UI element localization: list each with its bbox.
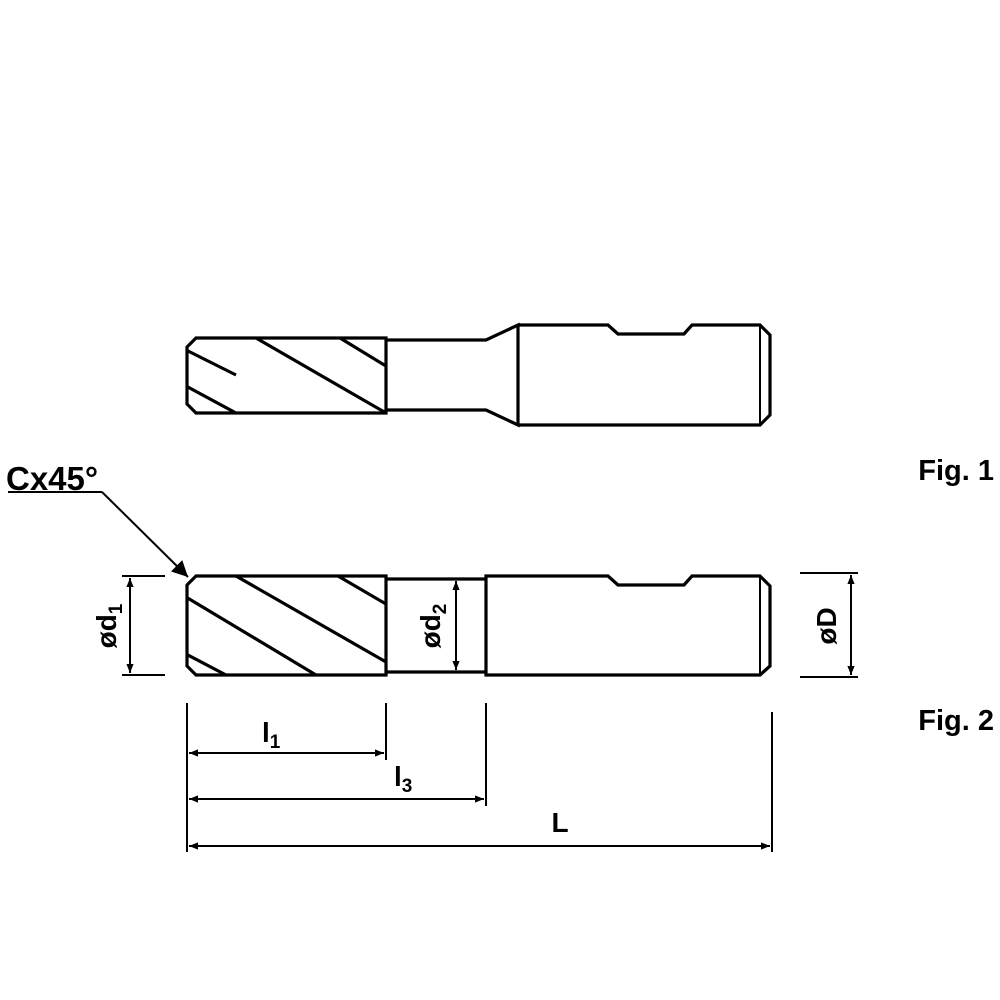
length-extension-lines [186, 703, 773, 852]
fig2-label: Fig. 2 [918, 705, 994, 737]
chamfer-callout [8, 491, 189, 578]
fig2-shank [484, 574, 772, 677]
fig2-tool [185, 574, 772, 677]
chamfer-label: Cx45° [6, 460, 98, 497]
fig1-neck [386, 322, 520, 428]
fig1-label: Fig. 1 [918, 455, 994, 487]
fig2-flutes [187, 576, 386, 675]
d1-dimension [122, 575, 165, 676]
fig1-flutes [187, 338, 386, 413]
l3-label: l3 [394, 761, 412, 797]
fig2-cutting-section [185, 574, 388, 677]
fig1-shank [518, 323, 772, 427]
L-label: L [551, 807, 568, 838]
fig1-tool [185, 322, 772, 428]
l1-label: l1 [262, 717, 281, 753]
fig1-cutting-section [185, 336, 388, 415]
d2-label: ød2 [415, 604, 451, 649]
D-dimension [800, 572, 858, 678]
D-label: øD [811, 607, 842, 644]
d1-label: ød1 [91, 603, 127, 648]
